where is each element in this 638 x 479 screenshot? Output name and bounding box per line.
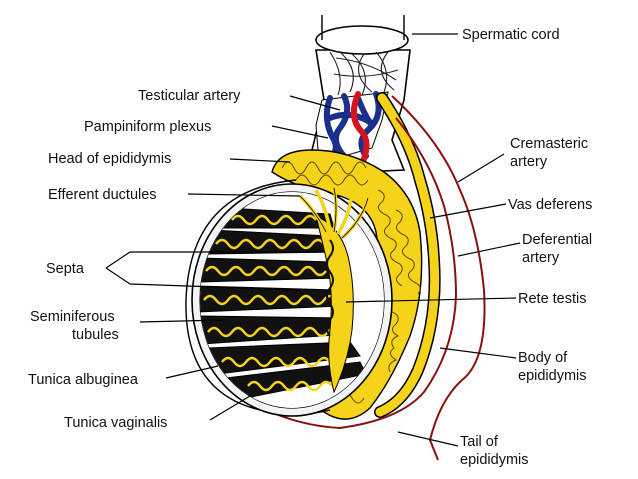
label-deferential-line2: artery	[522, 250, 560, 266]
label-body-line1: Body of	[518, 350, 568, 366]
label-spermatic-cord: Spermatic cord	[462, 27, 560, 43]
label-body-line2: epididymis	[518, 368, 587, 384]
label-seminiferous-line2: tubules	[72, 327, 119, 343]
leader-lines	[105, 33, 521, 447]
label-rete-testis: Rete testis	[518, 291, 587, 307]
rete-testis-region	[315, 215, 354, 394]
label-pampiniform-plexus: Pampiniform plexus	[84, 119, 211, 135]
label-cremasteric-line1: Cremasteric	[510, 136, 588, 152]
label-septa: Septa	[46, 261, 85, 277]
label-head-of-epididymis: Head of epididymis	[48, 151, 171, 167]
label-cremasteric-line2: artery	[510, 154, 548, 170]
label-efferent-ductules: Efferent ductules	[48, 187, 157, 203]
label-tunica-vaginalis: Tunica vaginalis	[64, 415, 167, 431]
label-deferential-line1: Deferential	[522, 232, 592, 248]
label-seminiferous-line1: Seminiferous	[30, 309, 115, 325]
label-testicular-artery: Testicular artery	[138, 88, 241, 104]
label-vas-deferens: Vas deferens	[508, 197, 592, 213]
label-tail-line1: Tail of	[460, 434, 499, 450]
testicular-artery-vessel	[350, 91, 370, 171]
label-tail-line2: epididymis	[460, 452, 529, 468]
deferential-artery-vessel	[261, 117, 458, 430]
cremasteric-artery-vessel	[391, 95, 486, 461]
label-tunica-albuginea: Tunica albuginea	[28, 372, 139, 388]
labels: Spermatic cord Testicular artery Pampini…	[28, 27, 592, 468]
epididymis	[271, 149, 423, 420]
